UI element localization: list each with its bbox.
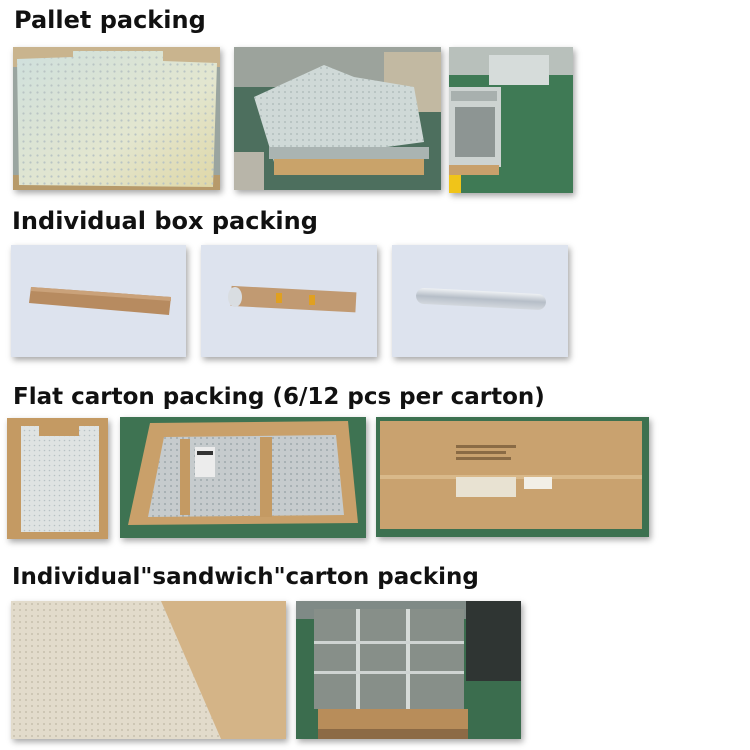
mats-in-flat-carton-photo [120, 417, 366, 538]
chair-mat-on-pallet-photo [13, 47, 220, 190]
rolled-mat-in-box-photo [201, 245, 377, 357]
wrapped-pallet-warehouse-photo [449, 47, 573, 193]
mat-in-open-carton-photo [7, 418, 108, 539]
brown-tube-box-photo [11, 245, 186, 357]
carton-stack-on-pallet-photo [296, 601, 521, 739]
section-title-individual-box-packing: Individual box packing [12, 207, 318, 235]
section-title-sandwich-carton-packing: Individual"sandwich"carton packing [12, 564, 479, 590]
rolled-mat-unwrapped-photo [392, 245, 568, 357]
sealed-flat-carton-photo [376, 417, 649, 537]
mat-on-cardboard-sheet-photo [11, 601, 286, 739]
section-title-pallet-packing: Pallet packing [14, 6, 206, 34]
stacked-mats-on-pallet-photo [234, 47, 441, 190]
section-title-flat-carton-packing: Flat carton packing (6/12 pcs per carton… [13, 384, 545, 410]
